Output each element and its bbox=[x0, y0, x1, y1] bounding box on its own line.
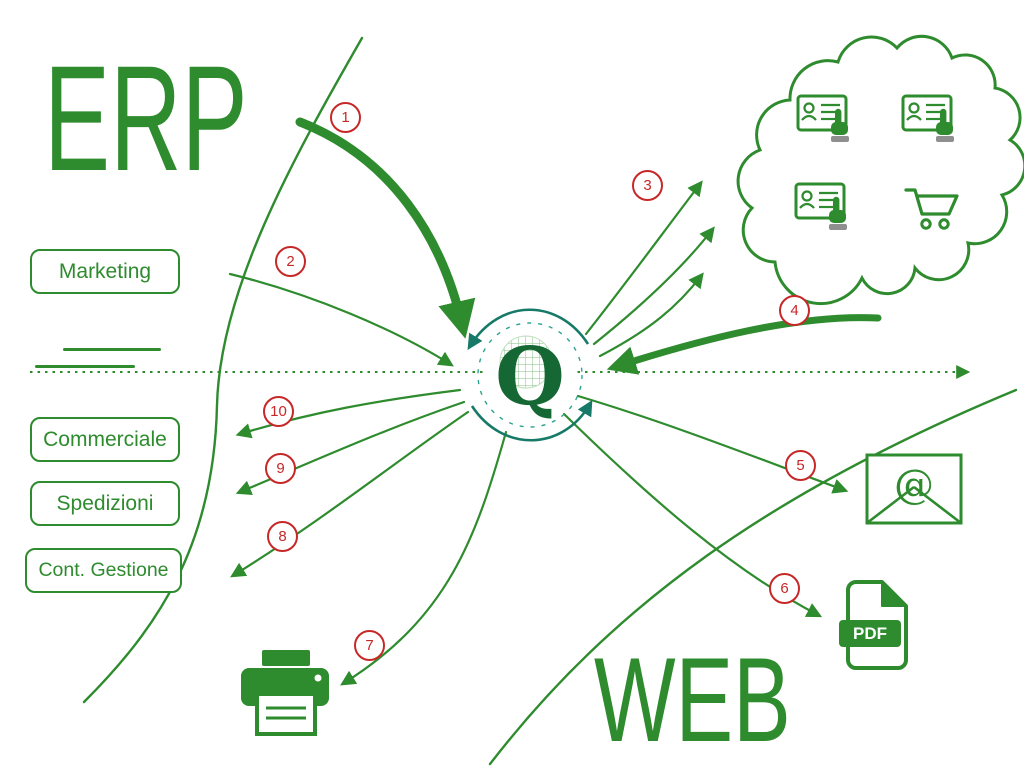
flow-8-arrow bbox=[230, 410, 470, 578]
cloud-shape bbox=[736, 34, 1024, 306]
web-region-title: WEB bbox=[594, 633, 791, 767]
shopping-cart-icon bbox=[904, 188, 959, 230]
flow-badge-3: 3 bbox=[632, 170, 663, 201]
flow-badge-4: 4 bbox=[779, 295, 810, 326]
hub-dashed-ring bbox=[477, 322, 583, 428]
printer-icon bbox=[241, 650, 329, 736]
email-envelope-icon: @ bbox=[865, 453, 963, 525]
flow-3-arrow-b bbox=[592, 226, 715, 346]
flow-badge-5: 5 bbox=[785, 450, 816, 481]
web-cloud bbox=[736, 34, 1024, 306]
pdf-file-icon: PDF bbox=[839, 580, 908, 670]
hub-globe-outline bbox=[499, 335, 553, 389]
flow-badge-7: 7 bbox=[354, 630, 385, 661]
underline-bar-2 bbox=[35, 365, 135, 368]
erp-module-commerciale: Commerciale bbox=[30, 417, 180, 462]
pdf-label: PDF bbox=[853, 624, 887, 643]
flow-badge-2: 2 bbox=[275, 246, 306, 277]
hub-logo-letter: Q bbox=[495, 329, 565, 423]
flow-9-arrow bbox=[235, 400, 466, 495]
flow-3-arrow-a bbox=[584, 180, 703, 336]
flow-badge-9: 9 bbox=[265, 453, 296, 484]
flow-10-arrow bbox=[235, 388, 462, 439]
flow-badge-8: 8 bbox=[267, 521, 298, 552]
erp-module-marketing: Marketing bbox=[30, 249, 180, 294]
flow-5-arrow bbox=[576, 394, 849, 494]
flow-badge-6: 6 bbox=[769, 573, 800, 604]
flow-badge-1: 1 bbox=[330, 102, 361, 133]
flow-2-arrow bbox=[228, 272, 454, 367]
erp-region-boundary-curve bbox=[82, 36, 364, 704]
hub-globe-grid bbox=[500, 336, 552, 388]
web-region-boundary-curve bbox=[488, 388, 1018, 766]
erp-region-title: ERP bbox=[44, 34, 248, 202]
sync-hub-icon: Q bbox=[467, 308, 593, 442]
underline-bar-1 bbox=[63, 348, 161, 351]
email-at-symbol: @ bbox=[894, 462, 934, 508]
flow-badge-10: 10 bbox=[263, 396, 294, 427]
flow-7-arrow bbox=[340, 430, 508, 686]
flow-1-arrow bbox=[295, 117, 476, 339]
hub-rotation-arrow-top bbox=[467, 308, 590, 350]
erp-module-spedizioni: Spedizioni bbox=[30, 481, 180, 526]
hub-rotation-arrow-bottom bbox=[470, 399, 593, 442]
flow-4-arrow bbox=[606, 314, 882, 375]
erp-module-cont-gestione: Cont. Gestione bbox=[25, 548, 182, 593]
